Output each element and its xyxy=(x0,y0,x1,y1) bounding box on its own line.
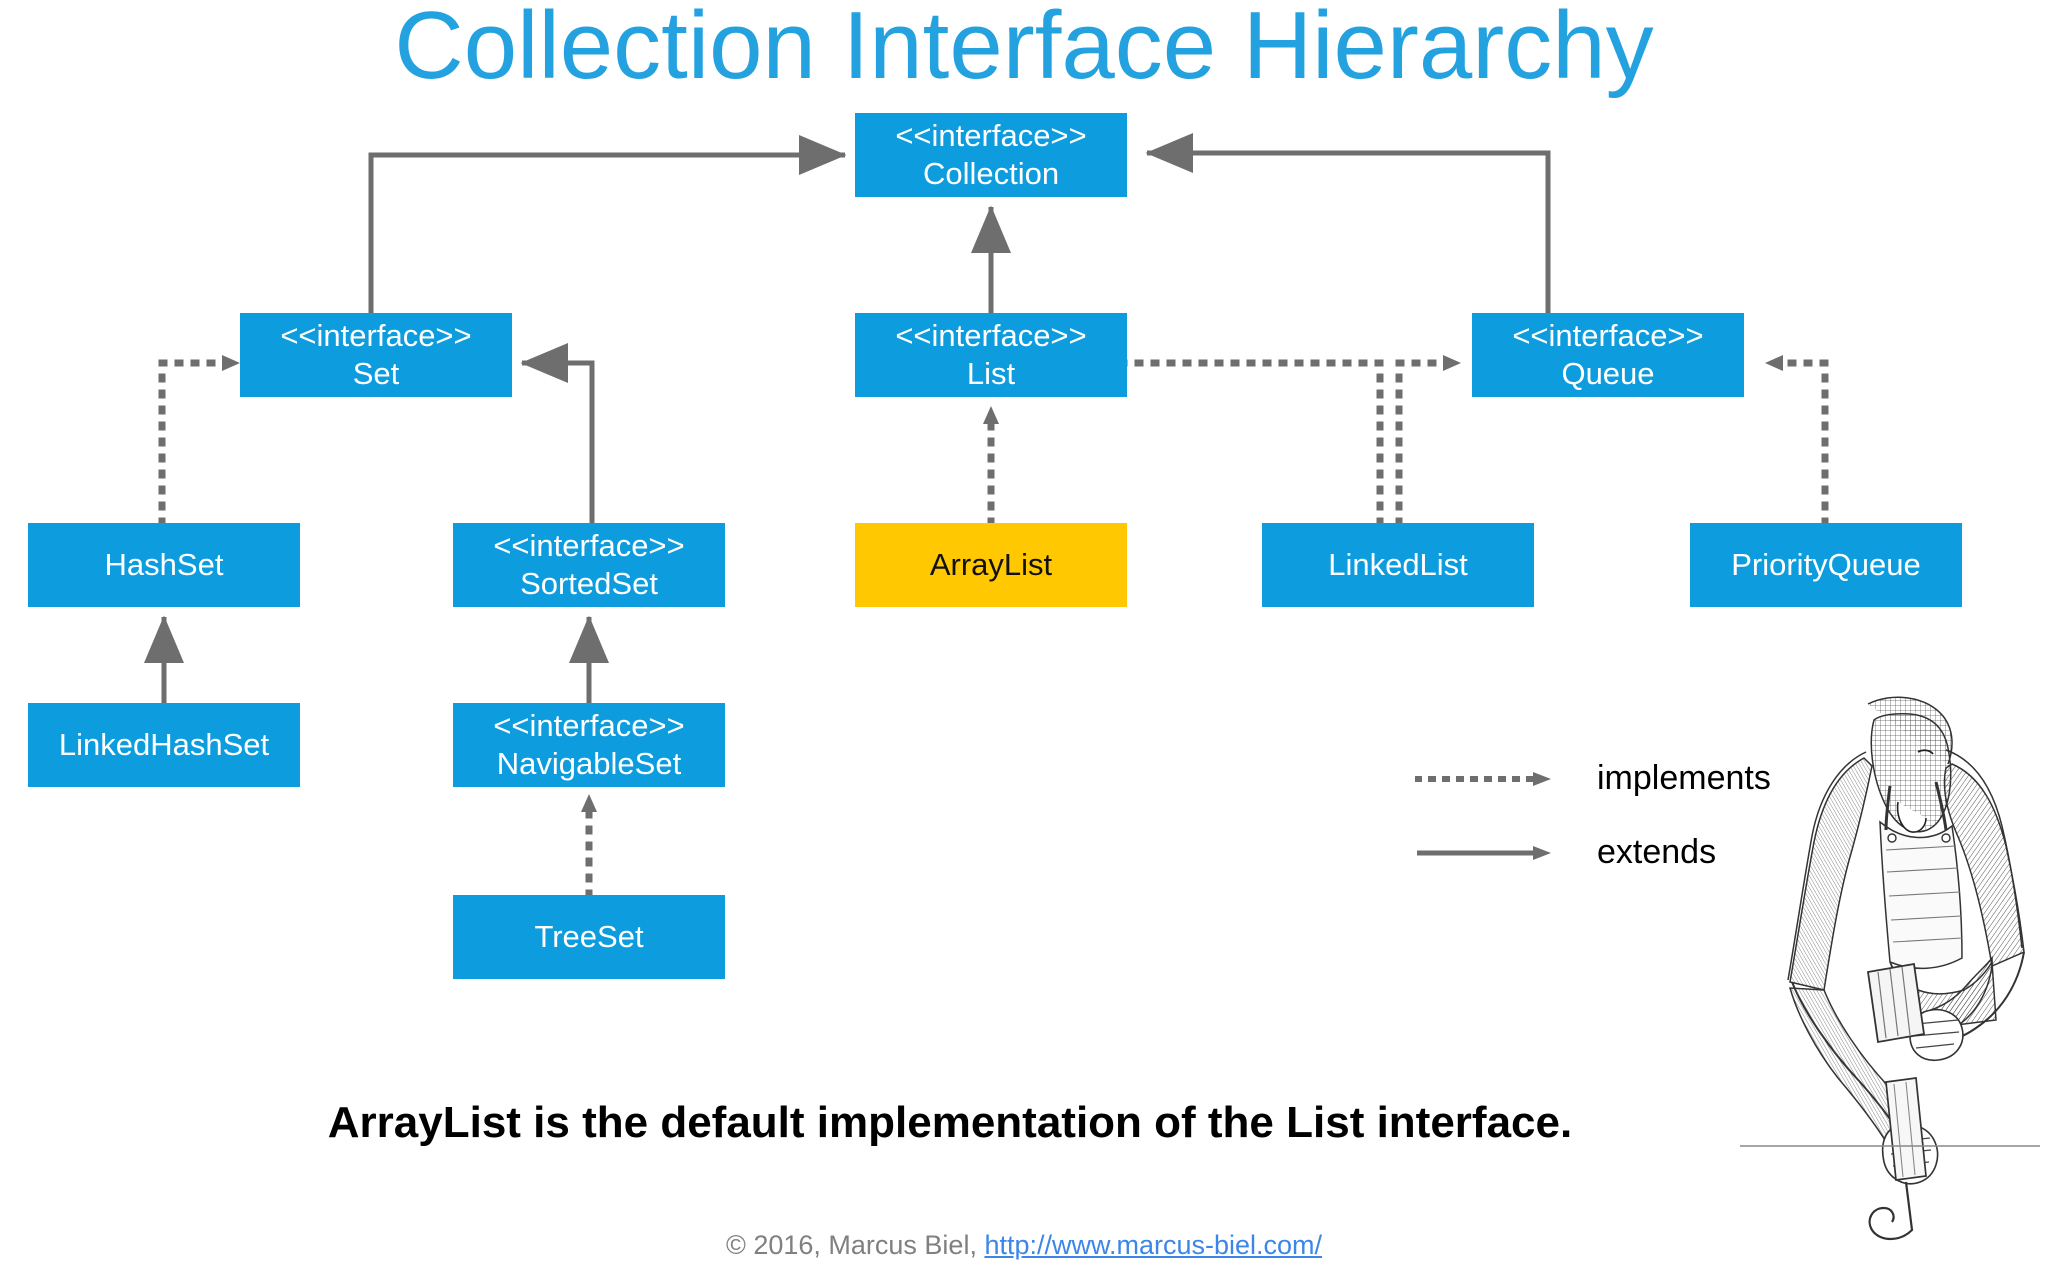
edge-linkedlist-implements-queue xyxy=(1395,359,1447,527)
node-arraylist[interactable]: ArrayList xyxy=(855,523,1127,607)
edge-queue-extends-collection xyxy=(1145,133,1551,313)
arrowhead-linkedlist-queue xyxy=(1443,355,1461,371)
node-set[interactable]: <<interface>> Set xyxy=(240,313,512,397)
node-label: LinkedHashSet xyxy=(58,727,270,763)
edge-sortedset-extends-set xyxy=(520,343,595,523)
node-list[interactable]: <<interface>> List xyxy=(855,313,1127,397)
node-collection[interactable]: <<interface>> Collection xyxy=(855,113,1127,197)
arrowhead-hashset-set xyxy=(222,355,240,371)
dotted-arrow-icon xyxy=(1415,771,1551,786)
solid-arrow-icon xyxy=(1417,845,1551,860)
legend: implements extends xyxy=(1415,735,1835,871)
legend-item-implements: implements xyxy=(1415,759,1771,798)
arrowhead-treeset-navigableset xyxy=(581,794,597,812)
edge-linkedlist-implements-list xyxy=(1106,359,1384,527)
node-label: PriorityQueue xyxy=(1731,547,1921,583)
node-sortedset[interactable]: <<interface>> SortedSet xyxy=(453,523,725,607)
craftsman-with-chisel-sketch-icon xyxy=(40,690,2040,1250)
node-linkedhashset[interactable]: LinkedHashSet xyxy=(28,703,300,787)
node-stereotype: <<interface>> xyxy=(280,318,472,354)
node-label: TreeSet xyxy=(534,919,644,955)
node-navigableset[interactable]: <<interface>> NavigableSet xyxy=(453,703,725,787)
legend-item-extends: extends xyxy=(1415,833,1716,872)
node-linkedlist[interactable]: LinkedList xyxy=(1262,523,1534,607)
node-label: ArrayList xyxy=(929,547,1053,583)
page-title: Collection Interface Hierarchy xyxy=(394,0,1654,99)
copyright-text: © 2016, Marcus Biel, xyxy=(725,1230,985,1260)
node-label: Collection xyxy=(922,156,1060,191)
node-label: List xyxy=(966,356,1016,391)
node-label: NavigableSet xyxy=(496,746,682,781)
footer: © 2016, Marcus Biel, http://www.marcus-b… xyxy=(0,1230,2048,1261)
node-queue[interactable]: <<interface>> Queue xyxy=(1472,313,1744,397)
node-stereotype: <<interface>> xyxy=(493,528,685,564)
node-priorityqueue[interactable]: PriorityQueue xyxy=(1690,523,1962,607)
node-hashset[interactable]: HashSet xyxy=(28,523,300,607)
node-stereotype: <<interface>> xyxy=(895,118,1087,154)
legend-label-implements: implements xyxy=(1597,759,1771,797)
node-label: SortedSet xyxy=(520,566,658,601)
node-treeset[interactable]: TreeSet xyxy=(453,895,725,979)
caption-text: ArrayList is the default implementation … xyxy=(327,1098,1573,1147)
edge-set-extends-collection xyxy=(368,135,847,313)
arrowhead-priorityqueue-queue xyxy=(1765,355,1783,371)
node-stereotype: <<interface>> xyxy=(493,708,685,744)
node-label: Set xyxy=(352,356,400,391)
arrowhead-arraylist-list xyxy=(983,406,999,424)
node-stereotype: <<interface>> xyxy=(1512,318,1704,354)
node-stereotype: <<interface>> xyxy=(895,318,1087,354)
author-website-link[interactable]: http://www.marcus-biel.com/ xyxy=(984,1230,1323,1260)
node-label: HashSet xyxy=(104,547,224,583)
node-label: Queue xyxy=(1561,356,1655,391)
edge-priorityqueue-implements-queue xyxy=(1779,359,1829,527)
edge-hashset-implements-set xyxy=(158,359,226,527)
node-label: LinkedList xyxy=(1328,547,1468,583)
legend-label-extends: extends xyxy=(1597,833,1717,871)
